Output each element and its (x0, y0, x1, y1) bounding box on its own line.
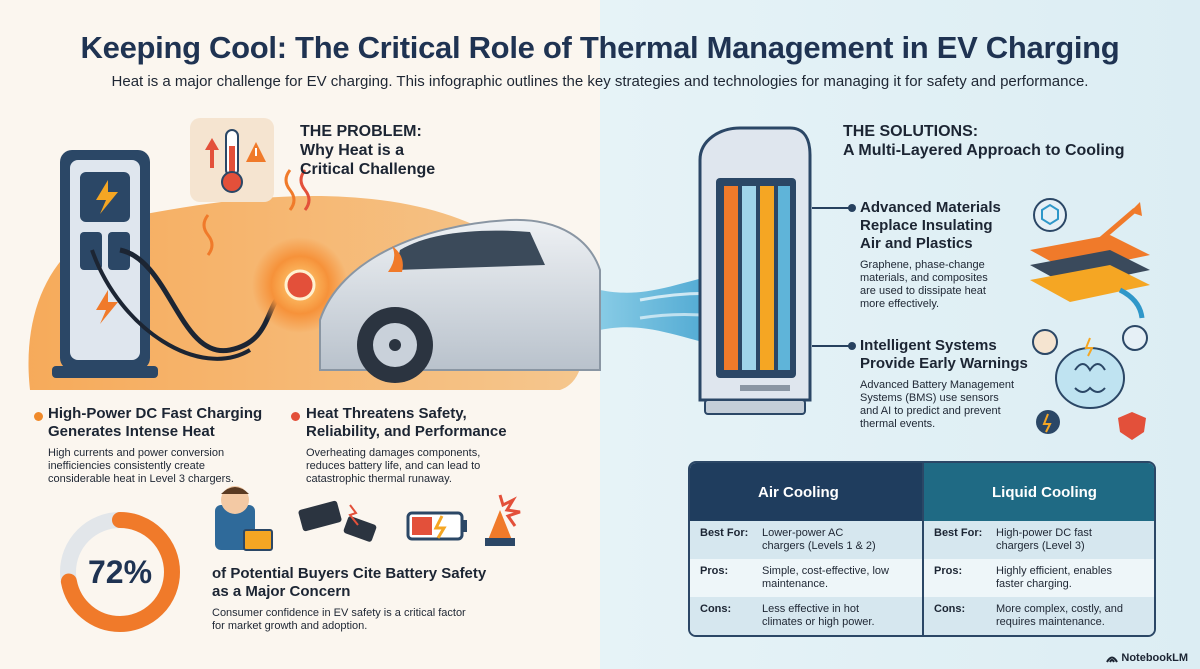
notebooklm-logo-icon (1106, 656, 1119, 663)
worried-buyer-icon (215, 486, 273, 551)
stat-value: 72% (87, 554, 153, 590)
thermometer-warning-icon (190, 118, 274, 202)
stat-body: Consumer confidence in EV safety is a cr… (212, 607, 466, 632)
page-subtitle: Heat is a major challenge for EV chargin… (111, 73, 1089, 90)
row-key: Pros: (700, 565, 729, 577)
row-value: Lower-power AC chargers (Levels 1 & 2) (762, 527, 876, 552)
liquid-cons-row: Cons: More complex, costly, and requires… (924, 597, 1154, 635)
solutions-heading-line: THE SOLUTIONS: (843, 123, 979, 140)
problem-heading: THE PROBLEM: Why Heat is a Critical Chal… (300, 122, 435, 179)
problem-heading-line: THE PROBLEM: (300, 123, 422, 140)
point-title: Reliability, and Performance (306, 423, 507, 440)
problem-heading-line: Why Heat is a (300, 142, 405, 159)
solution-materials: Advanced Materials Replace Insulating Ai… (860, 199, 1030, 311)
leader-line (812, 207, 852, 209)
liquid-pros-row: Pros: Highly efficient, enables faster c… (924, 559, 1154, 597)
charger-station-icon (52, 150, 301, 378)
row-key: Best For: (934, 527, 983, 539)
point-title: High-Power DC Fast Charging (48, 405, 263, 422)
row-value: High-power DC fast chargers (Level 3) (996, 527, 1092, 552)
point-title: Generates Intense Heat (48, 423, 215, 440)
solutions-heading: THE SOLUTIONS: A Multi-Layered Approach … (843, 122, 1124, 160)
row-key: Pros: (934, 565, 963, 577)
solution-title: Replace Insulating (860, 217, 993, 234)
liquid-cooling-label: Liquid Cooling (992, 483, 1097, 501)
air-cons-row: Cons: Less effective in hot climates or … (690, 597, 922, 635)
leader-dot (848, 342, 856, 350)
alarm-icon (485, 494, 521, 546)
car-icon (319, 218, 601, 383)
cooling-comparison-table: Air Cooling Best For: Lower-power AC cha… (688, 461, 1156, 637)
solution-title: Intelligent Systems (860, 337, 997, 354)
damaged-components-icon (298, 500, 377, 542)
liquid-cooling-header: Liquid Cooling (924, 463, 1154, 521)
leader-line (812, 345, 852, 347)
solutions-heading-line: A Multi-Layered Approach to Cooling (843, 142, 1125, 159)
row-key: Best For: (700, 527, 749, 539)
row-value: Highly efficient, enables faster chargin… (996, 565, 1112, 590)
brand-label: NotebookLM (1121, 652, 1188, 664)
bullet-dot (291, 412, 300, 421)
point-body: High currents and power conversion ineff… (48, 447, 234, 485)
advanced-materials-icon (1030, 198, 1150, 319)
leader-dot (848, 204, 856, 212)
air-best-for-row: Best For: Lower-power AC chargers (Level… (690, 521, 922, 559)
stat-title: as a Major Concern (212, 583, 351, 600)
stat-donut: 72% (58, 510, 182, 634)
header: Keeping Cool: The Critical Role of Therm… (0, 0, 1200, 90)
battery-warning-icon (406, 511, 467, 541)
intelligent-systems-icon (1032, 325, 1148, 440)
brand-watermark: NotebookLM (1106, 652, 1188, 664)
solution-title: Air and Plastics (860, 235, 973, 252)
solution-body: Graphene, phase-change materials, and co… (860, 259, 988, 310)
point-title: Heat Threatens Safety, (306, 405, 467, 422)
problem-heading-line: Critical Challenge (300, 161, 436, 178)
liquid-cooling-column: Liquid Cooling Best For: High-power DC f… (922, 463, 1154, 635)
cooled-battery-pack-icon (698, 126, 812, 415)
page-title: Keeping Cool: The Critical Role of Therm… (80, 30, 1120, 65)
solution-title: Advanced Materials (860, 199, 1001, 216)
stat-ring-fill (60, 512, 180, 632)
row-value: Less effective in hot climates or high p… (762, 603, 875, 628)
air-pros-row: Pros: Simple, cost-effective, low mainte… (690, 559, 922, 597)
air-cooling-label: Air Cooling (758, 483, 839, 501)
row-value: Simple, cost-effective, low maintenance. (762, 565, 889, 590)
problem-point-safety: Heat Threatens Safety, Reliability, and … (306, 405, 566, 486)
stat-ring (60, 512, 180, 632)
point-body: Overheating damages components, reduces … (306, 447, 481, 485)
row-key: Cons: (700, 603, 732, 615)
problem-point-heat: High-Power DC Fast Charging Generates In… (48, 405, 298, 486)
stat-text: of Potential Buyers Cite Battery Safety … (212, 565, 582, 633)
row-key: Cons: (934, 603, 966, 615)
solution-body: Advanced Battery Management Systems (BMS… (860, 379, 1015, 430)
bullet-dot (34, 412, 43, 421)
solution-intelligent: Intelligent Systems Provide Early Warnin… (860, 337, 1030, 431)
air-cooling-column: Air Cooling Best For: Lower-power AC cha… (690, 463, 922, 635)
stat-title: of Potential Buyers Cite Battery Safety (212, 565, 487, 582)
solution-title: Provide Early Warnings (860, 355, 1028, 372)
row-value: More complex, costly, and requires maint… (996, 603, 1123, 628)
liquid-best-for-row: Best For: High-power DC fast chargers (L… (924, 521, 1154, 559)
air-cooling-header: Air Cooling (690, 463, 922, 521)
